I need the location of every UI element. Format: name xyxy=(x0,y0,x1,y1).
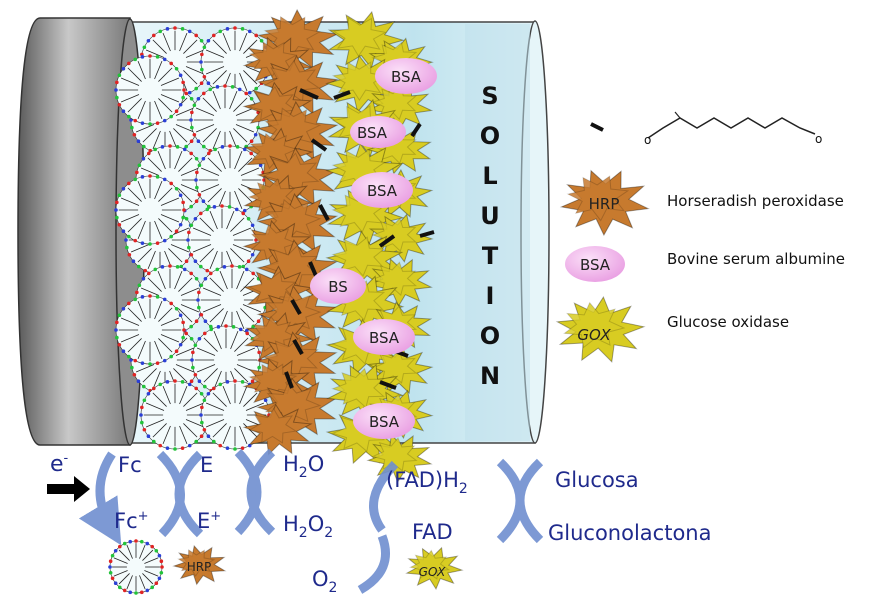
hrp-shape xyxy=(559,169,650,237)
gox-enzyme-icon xyxy=(405,546,464,590)
bsa-protein-6: BSA xyxy=(353,403,415,439)
glutaraldehyde-icon: o o xyxy=(590,111,822,147)
gox-shape xyxy=(405,546,464,590)
glucose-label: Glucosa xyxy=(555,468,639,492)
svg-text:BSA: BSA xyxy=(580,256,611,274)
oxygen-label: O2 xyxy=(312,567,337,596)
bsa-protein-4: BS xyxy=(310,268,366,304)
dendrimer-17 xyxy=(114,294,186,366)
crosslink-dash xyxy=(333,90,351,100)
svg-text:Glucose oxidase: Glucose oxidase xyxy=(667,313,789,331)
dendrimer-4 xyxy=(189,84,261,156)
crosslink-dash xyxy=(292,339,304,355)
gox-enzyme xyxy=(325,54,403,114)
svg-text:I: I xyxy=(486,282,495,310)
svg-text:Horseradish peroxidase: Horseradish peroxidase xyxy=(667,192,844,210)
reaction-scheme: e- Fc Fc+ E E+ H2O H2O2 O2 (FAD)H2 FAD G… xyxy=(47,448,711,596)
scheme-gox-label: GOX xyxy=(419,565,446,579)
scheme-hrp-label: HRP xyxy=(187,560,212,574)
hrp-enzyme-icon xyxy=(559,169,650,237)
bsa-proteins: BSA BSA BSA BS BSA BSA xyxy=(310,58,437,439)
svg-text:o: o xyxy=(815,132,822,146)
fc-label: Fc xyxy=(118,453,142,477)
bsa-protein-3: BSA xyxy=(350,116,406,148)
dendrimer-16 xyxy=(114,174,186,246)
crosslink-dash xyxy=(310,138,328,152)
crosslink-dash xyxy=(290,299,302,315)
hrp-enzyme xyxy=(242,403,313,456)
svg-text:O: O xyxy=(480,322,500,350)
bsa-protein-2: BSA xyxy=(351,172,413,208)
hrp-shape xyxy=(172,544,227,586)
electron-arrow-icon xyxy=(47,476,90,502)
svg-text:L: L xyxy=(482,162,497,190)
gluconolactone-label: Gluconolactona xyxy=(548,521,711,545)
electron-label: e- xyxy=(50,451,69,477)
gox-legend-item: GOX Glucose oxidase xyxy=(555,296,789,363)
crosslink-dash xyxy=(419,230,435,238)
svg-text:BSA: BSA xyxy=(369,329,400,347)
fc-plus-label: Fc+ xyxy=(114,509,149,533)
legend: o o HRP Horseradish peroxidase BSA Bovin… xyxy=(555,111,845,363)
bsa-protein-1: BSA xyxy=(375,58,437,94)
svg-text:HRP: HRP xyxy=(589,195,620,213)
crosslink-dash xyxy=(318,204,330,221)
svg-text:BSA: BSA xyxy=(367,182,398,200)
svg-text:GOX: GOX xyxy=(577,326,611,344)
fad-label: FAD xyxy=(412,520,453,544)
solution-label: S O L U T I O N xyxy=(480,82,500,390)
curved-arrow-icon xyxy=(78,448,544,594)
svg-text:N: N xyxy=(480,362,500,390)
dendrimer-icon xyxy=(108,539,164,595)
svg-text:BS: BS xyxy=(328,278,348,296)
svg-text:T: T xyxy=(482,242,499,270)
svg-text:o: o xyxy=(644,133,651,147)
e-label: E xyxy=(200,453,213,477)
e-plus-label: E+ xyxy=(197,509,221,533)
bsa-protein-icon xyxy=(565,246,625,282)
water-label: H2O xyxy=(283,452,324,481)
svg-text:O: O xyxy=(480,122,500,150)
crosslink-dash xyxy=(379,380,397,390)
hrp-enzyme xyxy=(242,81,313,134)
hydrogen-peroxide-label: H2O2 xyxy=(283,512,333,541)
fadh2-label: (FAD)H2 xyxy=(386,468,468,497)
bsa-legend-item: BSA Bovine serum albumine xyxy=(565,246,845,282)
crosslink-dash xyxy=(299,88,319,100)
dendrimer-layer xyxy=(114,26,271,451)
svg-text:Bovine serum albumine: Bovine serum albumine xyxy=(667,250,845,268)
svg-text:S: S xyxy=(481,82,498,110)
gox-enzyme-icon xyxy=(555,296,646,363)
crosslink-dash xyxy=(410,122,422,138)
svg-text:BSA: BSA xyxy=(369,413,400,431)
hrp-enzyme-icon xyxy=(172,544,227,586)
svg-text:BSA: BSA xyxy=(357,124,388,142)
gox-shape xyxy=(555,296,646,363)
hrp-legend-item: HRP Horseradish peroxidase xyxy=(559,169,844,237)
crosslink-dash xyxy=(308,261,318,277)
bsa-protein-5: BSA xyxy=(353,319,415,355)
svg-text:BSA: BSA xyxy=(391,68,422,86)
glutaraldehyde-crosslinks xyxy=(284,88,435,390)
dendrimer-8 xyxy=(186,204,258,276)
dendrimer-shape xyxy=(108,539,164,595)
dendrimer-15 xyxy=(114,54,186,126)
crosslink-dash xyxy=(378,234,396,248)
crosslink-dash xyxy=(284,371,294,389)
svg-text:U: U xyxy=(480,202,500,230)
hrp-layer xyxy=(242,8,339,456)
